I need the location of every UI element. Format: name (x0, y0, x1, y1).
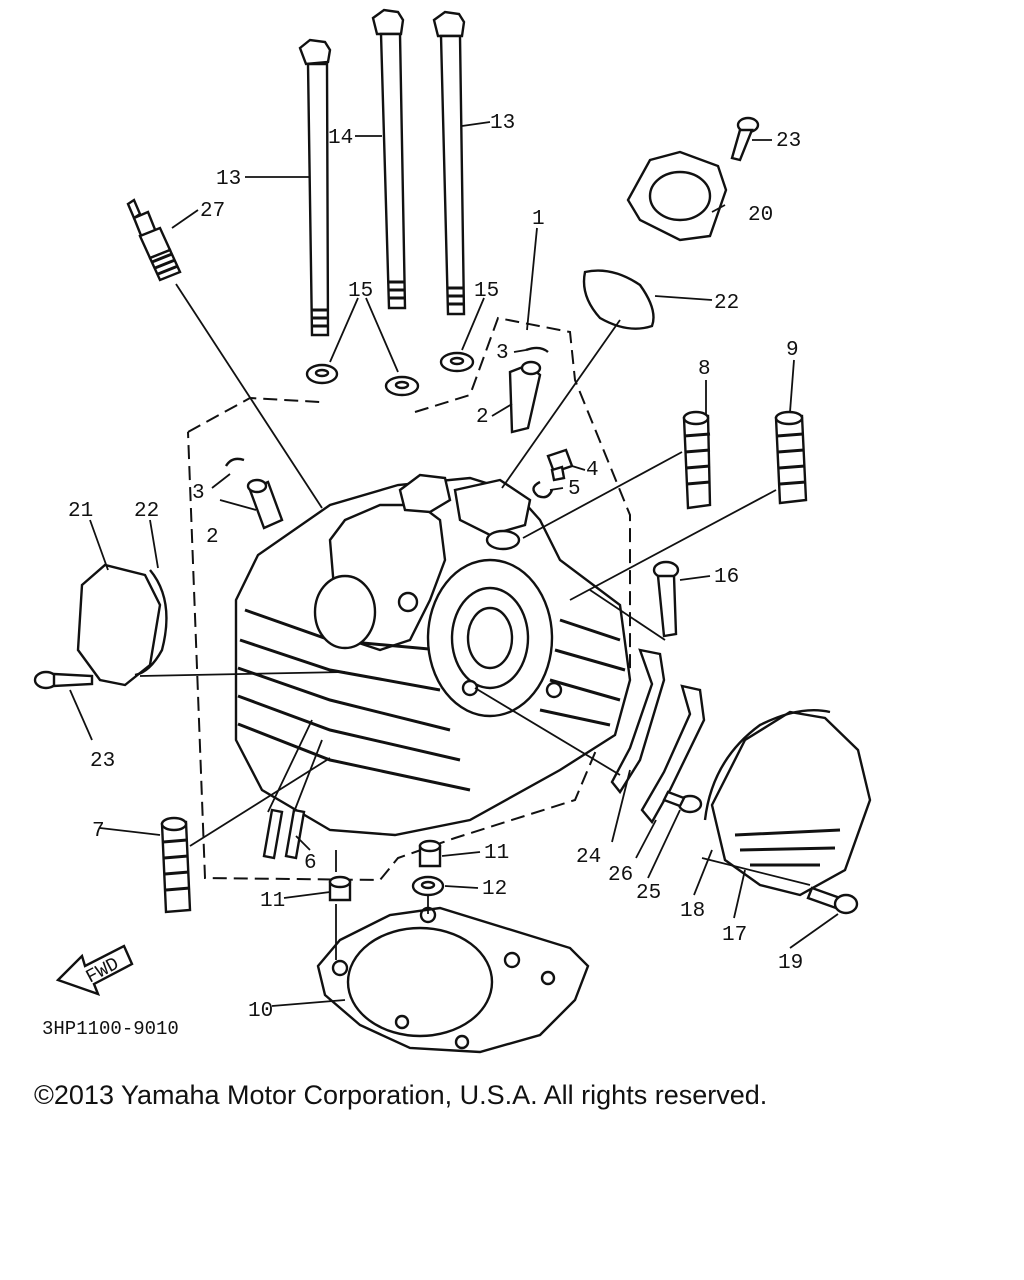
cylinder-head-gasket (316, 906, 590, 1054)
callout-16: 16 (714, 566, 739, 589)
callout-3: 3 (496, 342, 509, 365)
callout-22: 22 (714, 292, 739, 315)
callout-11: 11 (260, 890, 285, 913)
callout-18: 18 (680, 900, 705, 923)
bolt-19 (806, 886, 859, 915)
figure-code: 3HP1100-9010 (42, 1018, 179, 1040)
screw-23-left (33, 670, 94, 690)
callout-3: 3 (192, 482, 205, 505)
plate-26 (640, 684, 706, 825)
callout-15: 15 (348, 280, 373, 303)
callout-24: 24 (576, 846, 601, 869)
callout-9: 9 (786, 339, 799, 362)
callout-2: 2 (206, 526, 219, 549)
callout-22: 22 (134, 500, 159, 523)
bolt-16 (652, 560, 680, 638)
dowel-11-upper (418, 839, 442, 868)
studs-6 (262, 808, 306, 860)
callout-8: 8 (698, 358, 711, 381)
intake-joint-20 (626, 150, 728, 242)
callout-23: 23 (90, 750, 115, 773)
callout-10: 10 (248, 1000, 273, 1023)
fwd-label: FWD (82, 953, 123, 988)
callout-6: 6 (304, 852, 317, 875)
clip-5 (532, 480, 554, 499)
leader-lines (69, 121, 839, 1007)
callout-20: 20 (748, 204, 773, 227)
callout-19: 19 (778, 952, 803, 975)
valve-guides (224, 346, 549, 530)
callout-4: 4 (586, 459, 599, 482)
dowel-pin-9 (774, 410, 808, 505)
callout-7: 7 (92, 820, 105, 843)
screw-23-top (730, 116, 760, 162)
callout-labels: 13 14 13 27 15 15 1 3 2 4 5 8 9 23 20 22… (68, 112, 803, 1023)
callout-21: 21 (68, 500, 93, 523)
callout-17: 17 (722, 924, 747, 947)
o-ring-22 (582, 269, 655, 330)
callout-11: 11 (484, 842, 509, 865)
callout-27: 27 (200, 200, 225, 223)
spark-plug (126, 198, 182, 282)
callout-25: 25 (636, 882, 661, 905)
callout-14: 14 (328, 127, 353, 150)
washers-15 (305, 351, 475, 397)
cylinder-head-bolts (298, 8, 466, 337)
bolt-13-left (298, 38, 332, 337)
bolt-25 (662, 790, 703, 814)
bolt-13-right (432, 10, 466, 316)
callout-26: 26 (608, 864, 633, 887)
callout-13: 13 (490, 112, 515, 135)
callout-13: 13 (216, 168, 241, 191)
bracket-24 (610, 648, 666, 795)
dowel-11-lower (328, 875, 352, 902)
plug-4 (546, 448, 574, 482)
callout-5: 5 (568, 478, 581, 501)
forward-direction-arrow: FWD (55, 944, 134, 997)
dowel-pin-8 (682, 410, 712, 510)
cylinder-head (234, 473, 632, 837)
callout-1: 1 (532, 208, 545, 231)
callout-23: 23 (776, 130, 801, 153)
gasket-18 (703, 709, 831, 821)
side-cover-17 (710, 710, 872, 897)
copyright-notice: ©2013 Yamaha Motor Corporation, U.S.A. A… (34, 1080, 768, 1110)
callout-15: 15 (474, 280, 499, 303)
callout-2: 2 (476, 406, 489, 429)
dowel-pin-7 (160, 816, 192, 914)
bolt-14 (371, 8, 407, 310)
tappet-cover-left (76, 563, 168, 687)
seal-12 (411, 875, 445, 897)
callout-12: 12 (482, 878, 507, 901)
